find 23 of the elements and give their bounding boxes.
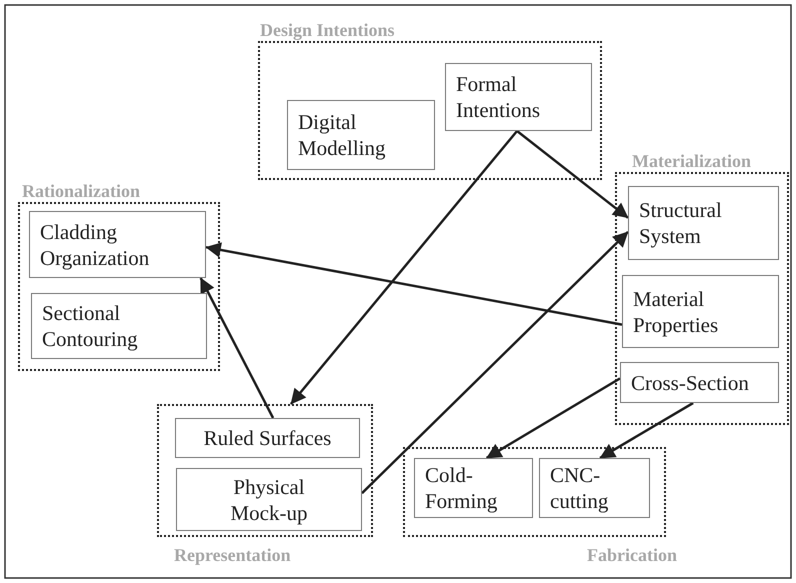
process-box: Material Properties <box>622 275 779 348</box>
process-box: Cold-Forming <box>414 458 533 518</box>
arrow <box>486 377 621 460</box>
process-box: Physical Mock-up <box>176 468 362 531</box>
group-heading: Representation <box>174 545 291 566</box>
group-heading: Fabrication <box>587 545 677 566</box>
process-box: Sectional Contouring <box>31 293 207 359</box>
process-box: Ruled Surfaces <box>175 418 360 458</box>
process-box: Structural System <box>628 186 779 260</box>
group-heading: Design Intentions <box>260 20 395 41</box>
arrow <box>205 242 622 326</box>
process-box: CNC-cutting <box>539 458 650 518</box>
arrow <box>290 130 518 405</box>
group-heading: Materialization <box>632 151 751 172</box>
arrow <box>599 402 694 460</box>
process-box: Cross-Section <box>620 362 779 403</box>
process-box: Digital Modelling <box>287 100 435 170</box>
group-heading: Rationalization <box>22 181 140 202</box>
arrow <box>516 130 629 219</box>
arrow <box>361 230 629 494</box>
process-box: Cladding Organization <box>29 211 206 278</box>
arrow <box>200 277 274 419</box>
process-box: Formal Intentions <box>445 63 592 131</box>
